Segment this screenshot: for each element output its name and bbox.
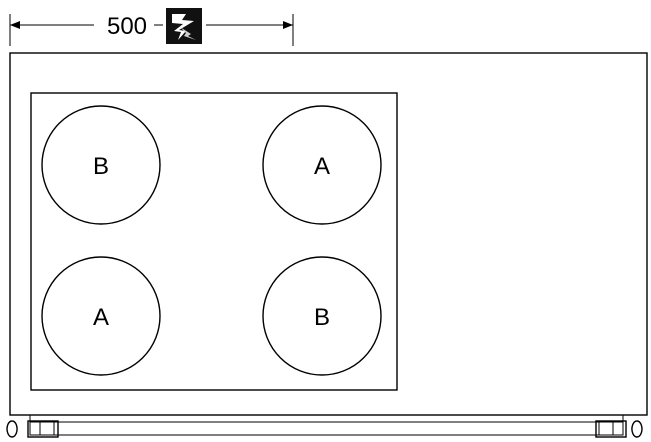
front-handle (6, 415, 643, 438)
electric-lightning-icon (166, 8, 202, 44)
burner-circle (41, 105, 161, 225)
handle-bar-inner-left (39, 421, 55, 436)
dimension-arrow-left-icon (10, 21, 20, 29)
burner-bottom-right: B (262, 256, 382, 376)
glass-panel (30, 92, 398, 391)
cooktop-body (9, 52, 648, 416)
burner-label: B (93, 153, 109, 180)
width-dimension: 500 (9, 8, 294, 46)
dimension-arrow-right-icon (283, 21, 293, 29)
burner-circle (262, 105, 382, 225)
dimension-value: 500 (107, 13, 147, 40)
burner-bottom-left: A (41, 256, 161, 376)
handle-bar (29, 421, 624, 436)
knob-right-icon (631, 420, 643, 438)
burner-label: A (314, 153, 330, 180)
burner-top-right: A (262, 105, 382, 225)
burner-label: A (93, 304, 109, 331)
burner-label: B (314, 304, 330, 331)
burner-circle (41, 256, 161, 376)
handle-end-left (27, 420, 59, 438)
burner-circle (262, 256, 382, 376)
knob-left-icon (6, 420, 18, 438)
burner-top-left: B (41, 105, 161, 225)
handle-bar-inner-right (598, 421, 614, 436)
handle-end-right (595, 420, 627, 438)
